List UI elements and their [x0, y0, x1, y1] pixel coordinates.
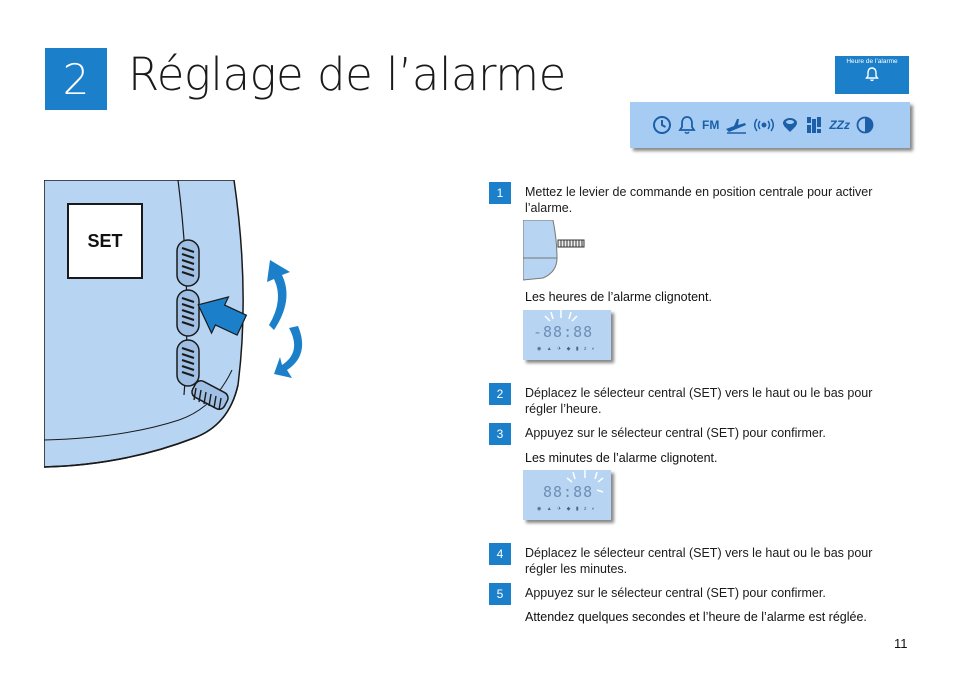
lcd-digits: -88:88: [533, 323, 594, 341]
bell-icon: [865, 67, 879, 82]
buzzer-icon: [781, 116, 799, 134]
clock-icon: [652, 115, 672, 135]
section-tab[interactable]: Heure de l’alarme: [835, 56, 909, 94]
blink-rays-icon: [544, 310, 578, 322]
step-text-2: Déplacez le sélecteur central (SET) vers…: [525, 386, 873, 416]
snooze-icon: ZZz: [829, 118, 850, 132]
lcd-display-minutes: 88:88 ◉ ▲ ✈ ◆ ▮ z ◐: [523, 470, 611, 520]
chapter-number-badge: 2: [45, 48, 107, 110]
page-number: 11: [894, 636, 908, 651]
section-tab-label: Heure de l’alarme: [846, 58, 898, 65]
radio-wave-icon: [753, 116, 775, 134]
plane-icon: [725, 116, 747, 134]
step-text-3: Appuyez sur le sélecteur central (SET) p…: [525, 426, 826, 440]
step-number-2: 2: [489, 383, 511, 405]
step-text-1: Mettez le levier de commande en position…: [525, 185, 873, 215]
fm-icon: FM: [702, 118, 720, 132]
page-title: Réglage de l’alarme: [128, 48, 566, 101]
control-lever[interactable]: [190, 379, 230, 412]
result-hours-blink: Les heures de l’alarme clignotent.: [525, 290, 712, 304]
step-text-5: Appuyez sur le sélecteur central (SET) p…: [525, 586, 826, 600]
brightness-icon: [856, 116, 874, 134]
lcd-icon-row: ◉ ▲ ✈ ◆ ▮ z ◐: [537, 346, 597, 352]
device-illustration: SET: [44, 180, 303, 468]
function-icon-bar: FM ZZz: [630, 102, 910, 148]
down-arrow-icon: [274, 326, 303, 378]
step-number-3: 3: [489, 423, 511, 445]
lever-closeup-illustration: [523, 220, 585, 281]
up-arrow-icon: [267, 260, 290, 330]
blink-rays-icon: [566, 470, 604, 493]
press-arrow-icon: [197, 295, 248, 336]
result-minutes-blink: Les minutes de l’alarme clignotent.: [525, 451, 718, 465]
tuning-icon: [805, 115, 823, 135]
scroll-wheel[interactable]: [176, 239, 200, 387]
step-number-1: 1: [489, 182, 511, 204]
step-number-4: 4: [489, 543, 511, 565]
set-label: SET: [87, 231, 122, 251]
lcd-display-hours: -88:88 ◉ ▲ ✈ ◆ ▮ z ◐: [523, 310, 611, 360]
step-text-4: Déplacez le sélecteur central (SET) vers…: [525, 546, 873, 576]
lcd-digits: 88:88: [543, 483, 594, 501]
bell-icon: [678, 115, 696, 135]
result-final: Attendez quelques secondes et l’heure de…: [525, 610, 867, 624]
lcd-icon-row: ◉ ▲ ✈ ◆ ▮ z ◐: [537, 506, 597, 512]
step-number-5: 5: [489, 583, 511, 605]
